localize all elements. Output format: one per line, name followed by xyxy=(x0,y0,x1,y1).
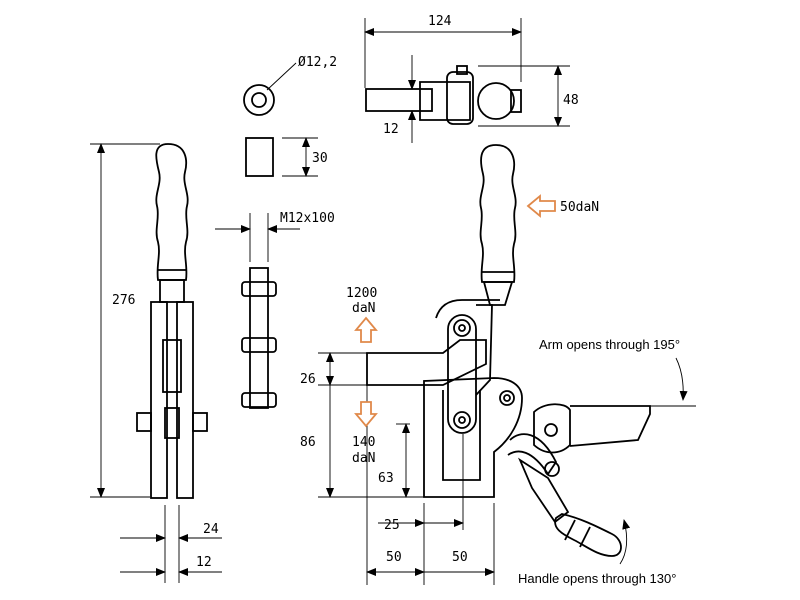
force-arrow-up: 1200 daN xyxy=(346,286,378,343)
dim-12-top: 12 xyxy=(383,122,399,137)
dim-63: 63 xyxy=(378,471,394,486)
dim-bolt: M12x100 xyxy=(280,211,335,226)
force-arrow-down: 140 daN xyxy=(352,401,378,466)
force-handle-label: 50daN xyxy=(560,200,599,215)
dim-124: 124 xyxy=(428,14,452,29)
dim-86: 86 xyxy=(300,435,316,450)
force-up-unit: daN xyxy=(352,301,375,316)
dim-24: 24 xyxy=(203,522,219,537)
front-view: 276 24 12 xyxy=(90,143,222,583)
dim-50-right: 50 xyxy=(452,550,468,565)
dim-30: 30 xyxy=(312,151,328,166)
dim-26: 26 xyxy=(300,372,316,387)
dim-48: 48 xyxy=(563,93,579,108)
side-view: 26 86 63 25 50 50 xyxy=(300,144,696,585)
top-view: 124 12 48 xyxy=(364,14,579,143)
washer-detail: Ø12,2 xyxy=(243,55,337,116)
dim-276: 276 xyxy=(112,293,135,308)
spacer-detail: 30 xyxy=(245,137,328,177)
force-down-value: 140 xyxy=(352,435,375,450)
dim-50-left: 50 xyxy=(386,550,402,565)
dim-diameter: Ø12,2 xyxy=(298,55,337,70)
force-down-unit: daN xyxy=(352,451,375,466)
arm-opens-note: Arm opens through 195° xyxy=(539,337,680,352)
dim-25: 25 xyxy=(384,518,400,533)
handle-opens-note: Handle opens through 130° xyxy=(518,571,676,586)
dim-12-bottom: 12 xyxy=(196,555,212,570)
spindle-bolt-detail: M12x100 xyxy=(215,211,335,409)
force-up-value: 1200 xyxy=(346,286,377,301)
force-arrow-handle: 50daN xyxy=(526,194,599,218)
